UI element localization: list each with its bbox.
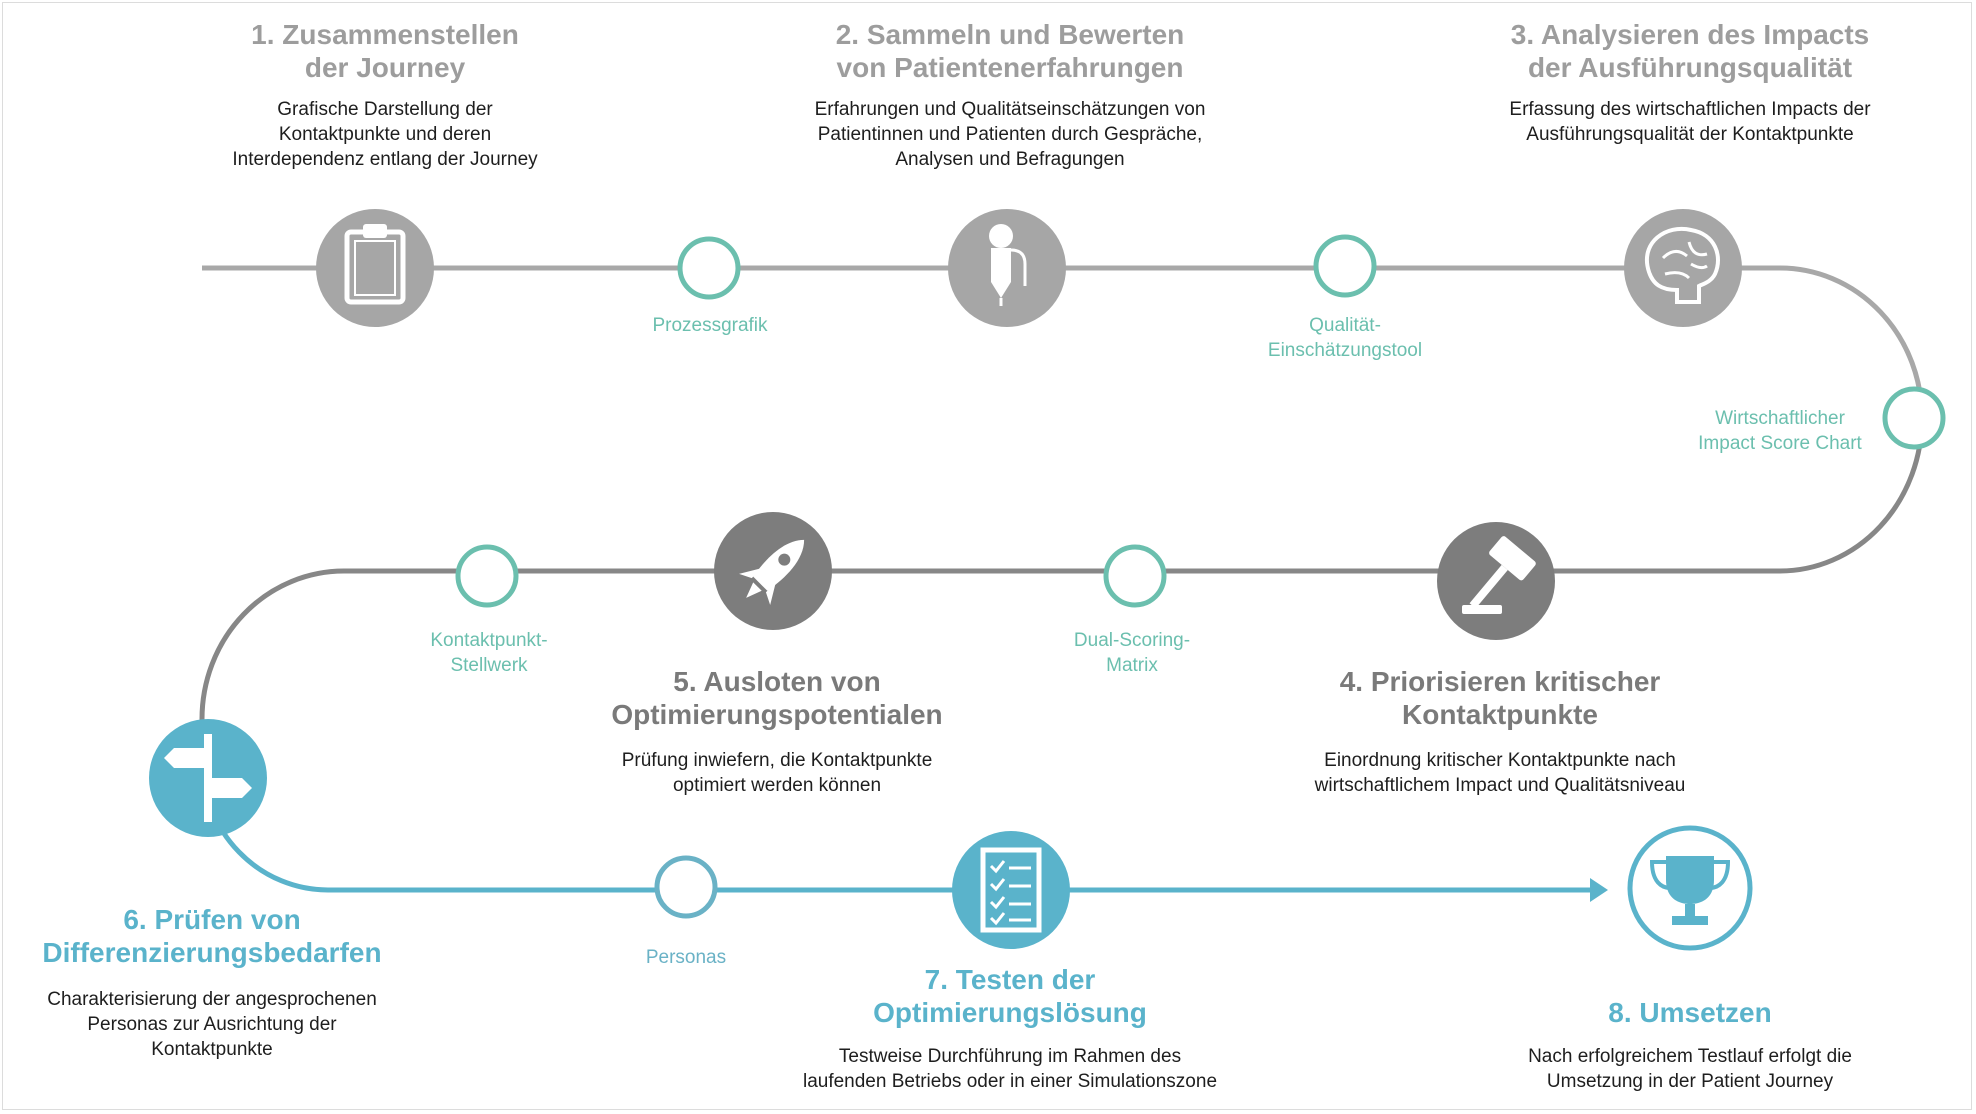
tool-5-ring	[455, 544, 519, 608]
path-segment-top	[202, 265, 1925, 419]
tool-label-impact-score-chart: Wirtschaftlicher Impact Score Chart	[1698, 408, 1862, 454]
rocket-icon	[739, 539, 805, 605]
step-1-description: Grafische Darstellung der Kontaktpunkte …	[232, 99, 538, 170]
step-3-description: Erfassung des wirtschaftlichen Impacts d…	[1509, 99, 1871, 145]
microphone-icon	[989, 224, 1027, 306]
gavel-icon	[1462, 536, 1536, 614]
tool-label-qualitaet-einschaetzungstool: Qualität- Einschätzungstool	[1267, 315, 1423, 361]
step-3-circle	[1624, 209, 1742, 327]
step-4-description: Einordnung kritischer Kontaktpunkte nach…	[1314, 750, 1686, 796]
tool-label-personas: Personas	[645, 947, 727, 968]
signpost-icon	[164, 734, 252, 822]
tool-label-dual-scoring-matrix: Dual-Scoring- Matrix	[1073, 630, 1191, 676]
path-segment-right-curve	[199, 417, 1925, 735]
step-1-title: 1. Zusammenstellen der Journey	[251, 19, 519, 83]
step-5-title: 5. Ausloten von Optimierungspotentialen	[611, 666, 943, 730]
brain-icon	[1645, 226, 1720, 304]
tool-3-ring	[1882, 386, 1946, 450]
tool-label-prozessgrafik: Prozessgrafik	[652, 315, 768, 336]
tool-label-kontaktpunkt-stellwerk: Kontaktpunkt- Stellwerk	[430, 630, 548, 676]
step-3-title: 3. Analysieren des Impacts der Ausführun…	[1510, 19, 1870, 83]
step-8-title: 8. Umsetzen	[1608, 997, 1772, 1028]
step-7-title: 7. Testen der Optimierungslösung	[873, 964, 1147, 1028]
step-6-title: 6. Prüfen von Differenzierungsbedarfen	[42, 904, 382, 968]
clipboard-icon	[344, 224, 406, 305]
tool-2-ring	[1313, 234, 1377, 298]
tool-1-ring	[677, 236, 741, 300]
trophy-icon	[1649, 856, 1731, 925]
checklist-icon	[980, 847, 1042, 933]
tool-4-ring	[1103, 544, 1167, 608]
step-2-description: Erfahrungen und Qualitätseinschätzungen …	[814, 99, 1206, 170]
step-7-description: Testweise Durchführung im Rahmen des lau…	[802, 1046, 1218, 1092]
step-8-description: Nach erfolgreichem Testlauf erfolgt die …	[1528, 1046, 1852, 1092]
step-4-title: 4. Priorisieren kritischer Kontaktpunkte	[1339, 666, 1661, 730]
step-6-description: Charakterisierung der angesprochenen Per…	[47, 989, 377, 1060]
tool-6-ring	[654, 855, 718, 919]
step-5-description: Prüfung inwiefern, die Kontaktpunkte opt…	[621, 750, 933, 796]
step-2-title: 2. Sammeln und Bewerten von Patientenerf…	[835, 19, 1185, 83]
path-arrowhead	[1590, 878, 1608, 902]
